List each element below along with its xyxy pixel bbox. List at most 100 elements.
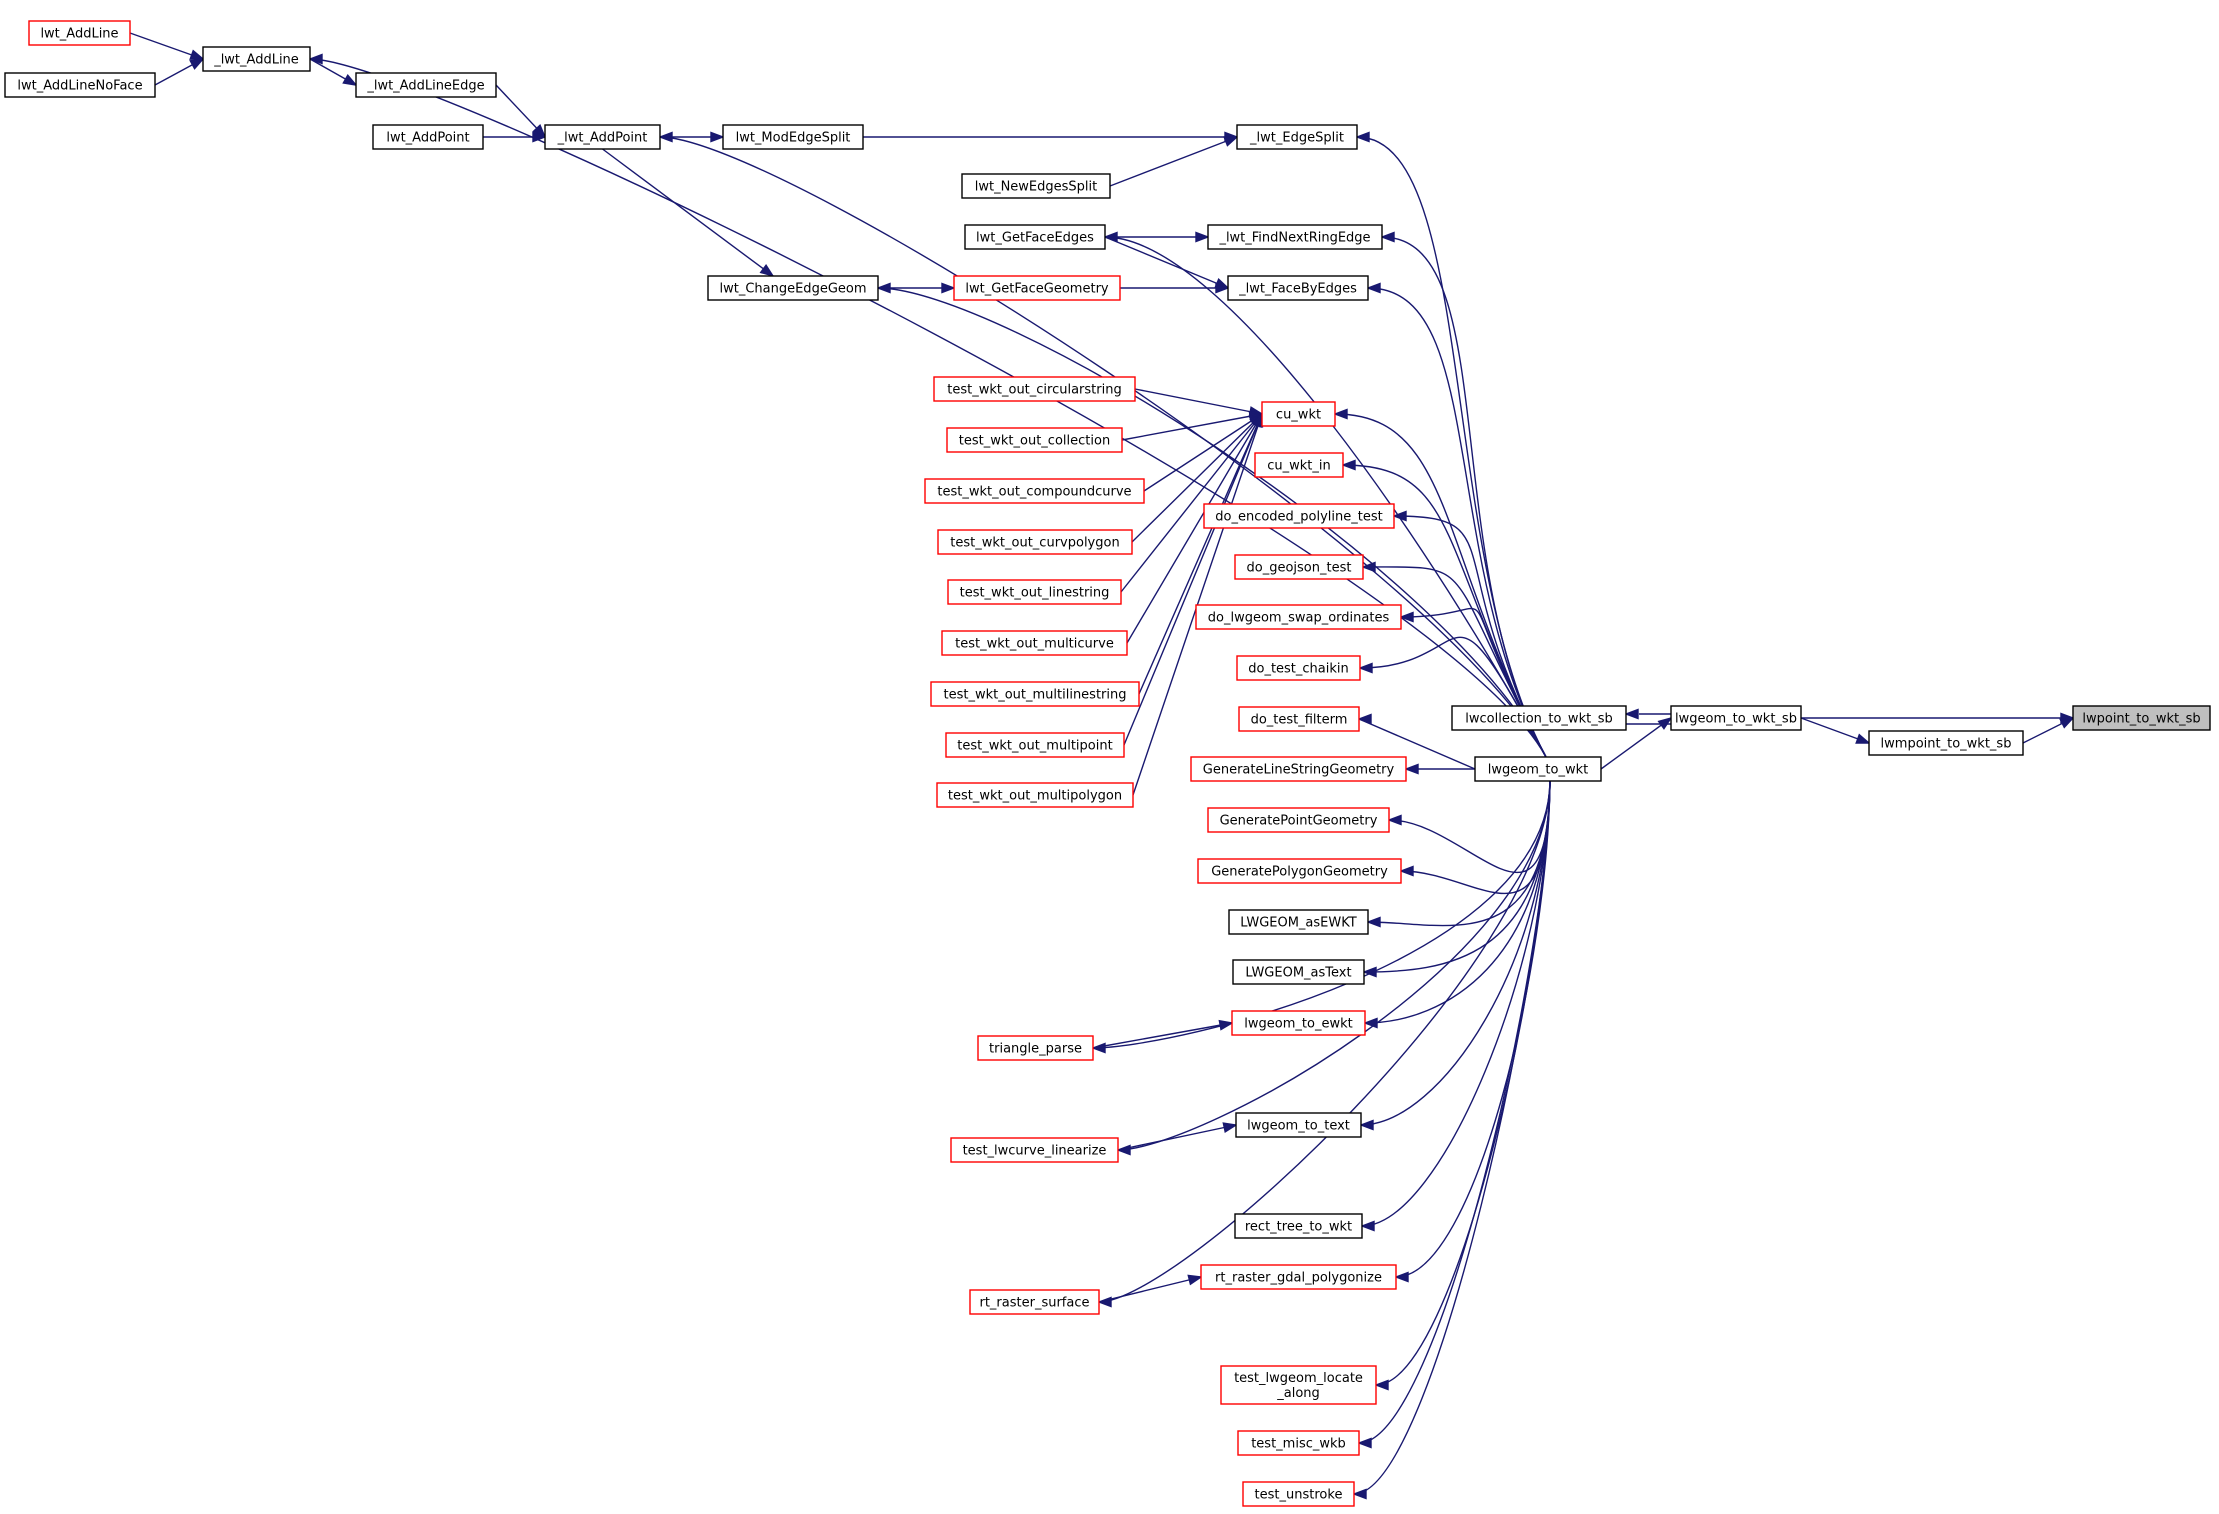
node-label: test_wkt_out_multipolygon [948,789,1122,804]
node-_lwt_AddLineEdge[interactable]: _lwt_AddLineEdge [355,72,497,98]
node-GeneratePolygonGeometry[interactable]: GeneratePolygonGeometry [1197,858,1402,884]
node-do_test_chaikin[interactable]: do_test_chaikin [1236,655,1361,681]
node-test_unstroke[interactable]: test_unstroke [1242,1481,1355,1507]
edge-line [1092,1022,1233,1049]
node-label: test_wkt_out_multipoint [957,739,1112,754]
node-box [936,782,1134,808]
node-test_wkt_out_linestring[interactable]: test_wkt_out_linestring [947,579,1122,605]
node-box [1220,1365,1377,1405]
node-do_encoded_polyline_test[interactable]: do_encoded_polyline_test [1203,503,1395,529]
node-LWGEOM_asText[interactable]: LWGEOM_asText [1232,959,1365,985]
node-lwgeom_to_text[interactable]: lwgeom_to_text [1235,1112,1362,1138]
edge-rt_raster_surface-to-rt_raster_gdal_polygonize [1098,1274,1203,1303]
edge-lwgeom_to_wkt_sb-to-lwcollection_to_wkt_sb [1624,708,1671,720]
edge-line [129,32,204,60]
node-rect_tree_to_wkt[interactable]: rect_tree_to_wkt [1234,1213,1363,1239]
node-_lwt_AddLine[interactable]: _lwt_AddLine [202,46,311,72]
node-test_misc_wkb[interactable]: test_misc_wkb [1237,1430,1360,1456]
node-cu_wkt[interactable]: cu_wkt [1261,401,1336,427]
edge-arrowhead [1357,713,1372,725]
node-lwcollection_to_wkt_sb[interactable]: lwcollection_to_wkt_sb [1451,705,1627,731]
node-test_wkt_out_collection[interactable]: test_wkt_out_collection [946,427,1123,453]
node-test_wkt_out_multicurve[interactable]: test_wkt_out_multicurve [941,630,1128,656]
node-GeneratePointGeometry[interactable]: GeneratePointGeometry [1207,807,1390,833]
node-lwgeom_to_wkt_sb[interactable]: lwgeom_to_wkt_sb [1670,705,1802,731]
node-box [947,579,1122,605]
node-box [924,478,1145,504]
node-lwt_AddLine[interactable]: lwt_AddLine [28,20,131,46]
node-box [933,376,1136,402]
edge-line [877,287,1547,758]
node-label: lwt_AddLineNoFace [17,79,142,94]
node-lwmpoint_to_wkt_sb[interactable]: lwmpoint_to_wkt_sb [1868,730,2024,756]
node-rt_raster_surface[interactable]: rt_raster_surface [969,1289,1100,1315]
edge-rect_tree_to_wkt-to-lwgeom_to_wkt [1360,780,1551,1232]
edge-_lwt_FaceByEdges-to-lwgeom_to_wkt [1366,282,1547,758]
node-box [946,427,1123,453]
edge-lwgeom_to_wkt_sb-to-lwmpoint_to_wkt_sb [1800,717,1871,744]
edge-do_encoded_polyline_test-to-lwgeom_to_wkt [1392,510,1547,758]
edge-arrowhead [1222,1122,1238,1134]
node-box [1237,1430,1360,1456]
node-lwgeom_to_ewkt[interactable]: lwgeom_to_ewkt [1231,1010,1366,1036]
edge-line [1360,780,1551,1126]
edge-test_wkt_out_collection-to-cu_wkt [1121,410,1264,441]
edge-do_geojson_test-to-lwgeom_to_wkt [1361,561,1547,758]
node-test_wkt_out_curvpolygon[interactable]: test_wkt_out_curvpolygon [937,529,1133,555]
node-label: lwcollection_to_wkt_sb [1465,712,1612,727]
node-rt_raster_gdal_polygonize[interactable]: rt_raster_gdal_polygonize [1200,1264,1397,1290]
edge-lwt_ModEdgeSplit-to-_lwt_EdgeSplit [863,131,1239,143]
edge-lwt_GetFaceEdges-to-_lwt_FindNextRingEdge [1105,231,1210,243]
node-box [1190,756,1407,782]
node-box [202,46,311,72]
edge-arrowhead [759,263,775,278]
node-lwt_GetFaceEdges[interactable]: lwt_GetFaceEdges [964,224,1106,250]
edge-GeneratePolygonGeometry-to-lwgeom_to_wkt [1399,780,1551,895]
node-label: lwgeom_to_wkt_sb [1675,712,1797,727]
node-GenerateLineStringGeometry[interactable]: GenerateLineStringGeometry [1190,756,1407,782]
node-test_wkt_out_compoundcurve[interactable]: test_wkt_out_compoundcurve [924,478,1145,504]
node-test_wkt_out_circularstring[interactable]: test_wkt_out_circularstring [933,376,1136,402]
node-lwt_ModEdgeSplit[interactable]: lwt_ModEdgeSplit [722,124,864,150]
node-test_wkt_out_multipolygon[interactable]: test_wkt_out_multipolygon [936,782,1134,808]
node-do_lwgeom_swap_ordinates[interactable]: do_lwgeom_swap_ordinates [1195,604,1402,630]
node-label: rect_tree_to_wkt [1245,1220,1352,1235]
node-lwt_ChangeEdgeGeom[interactable]: lwt_ChangeEdgeGeom [707,275,879,301]
node-lwpoint_to_wkt_sb[interactable]: lwpoint_to_wkt_sb [2072,705,2211,731]
edge-line [1123,413,1263,746]
edge-arrowhead [1380,231,1395,243]
edge-_lwt_AddLine-to-_lwt_AddLineEdge [309,58,358,86]
node-test_lwgeom_locate_along[interactable]: test_lwgeom_locate_along [1220,1365,1377,1405]
node-box [964,224,1106,250]
edge-arrowhead [532,131,547,143]
node-box [930,681,1140,707]
node-test_lwcurve_linearize[interactable]: test_lwcurve_linearize [950,1137,1119,1163]
node-_lwt_FaceByEdges[interactable]: _lwt_FaceByEdges [1227,275,1369,301]
node-_lwt_AddPoint[interactable]: _lwt_AddPoint [544,124,661,150]
node-label: _lwt_AddPoint [557,131,648,146]
node-box [1228,909,1369,935]
node-cu_wkt_in[interactable]: cu_wkt_in [1254,452,1344,478]
node-lwt_AddPoint[interactable]: lwt_AddPoint [372,124,484,150]
node-_lwt_EdgeSplit[interactable]: _lwt_EdgeSplit [1236,124,1358,150]
node-do_test_filterm[interactable]: do_test_filterm [1238,706,1360,732]
node-triangle_parse[interactable]: triangle_parse [977,1035,1094,1061]
edge-line [1334,413,1547,758]
node-label: test_wkt_out_curvpolygon [950,536,1119,551]
node-do_geojson_test[interactable]: do_geojson_test [1234,554,1364,580]
node-box [953,275,1121,301]
edge-line [1600,717,1672,770]
node-lwgeom_to_wkt[interactable]: lwgeom_to_wkt [1474,756,1602,782]
node-test_wkt_out_multipoint[interactable]: test_wkt_out_multipoint [945,732,1125,758]
node-_lwt_FindNextRingEdge[interactable]: _lwt_FindNextRingEdge [1207,224,1383,250]
node-label: _lwt_FaceByEdges [1238,282,1357,297]
node-lwt_AddLineNoFace[interactable]: lwt_AddLineNoFace [4,72,156,98]
edge-arrowhead [1399,611,1414,623]
edge-_lwt_AddLine-to-lwgeom_to_wkt [308,53,1547,758]
node-test_wkt_out_multilinestring[interactable]: test_wkt_out_multilinestring [930,681,1140,707]
node-LWGEOM_asEWKT[interactable]: LWGEOM_asEWKT [1228,909,1369,935]
node-lwt_NewEdgesSplit[interactable]: lwt_NewEdgesSplit [961,173,1111,199]
node-lwt_GetFaceGeometry[interactable]: lwt_GetFaceGeometry [953,275,1121,301]
edge-_lwt_AddLineEdge-to-_lwt_AddPoint [495,84,547,139]
